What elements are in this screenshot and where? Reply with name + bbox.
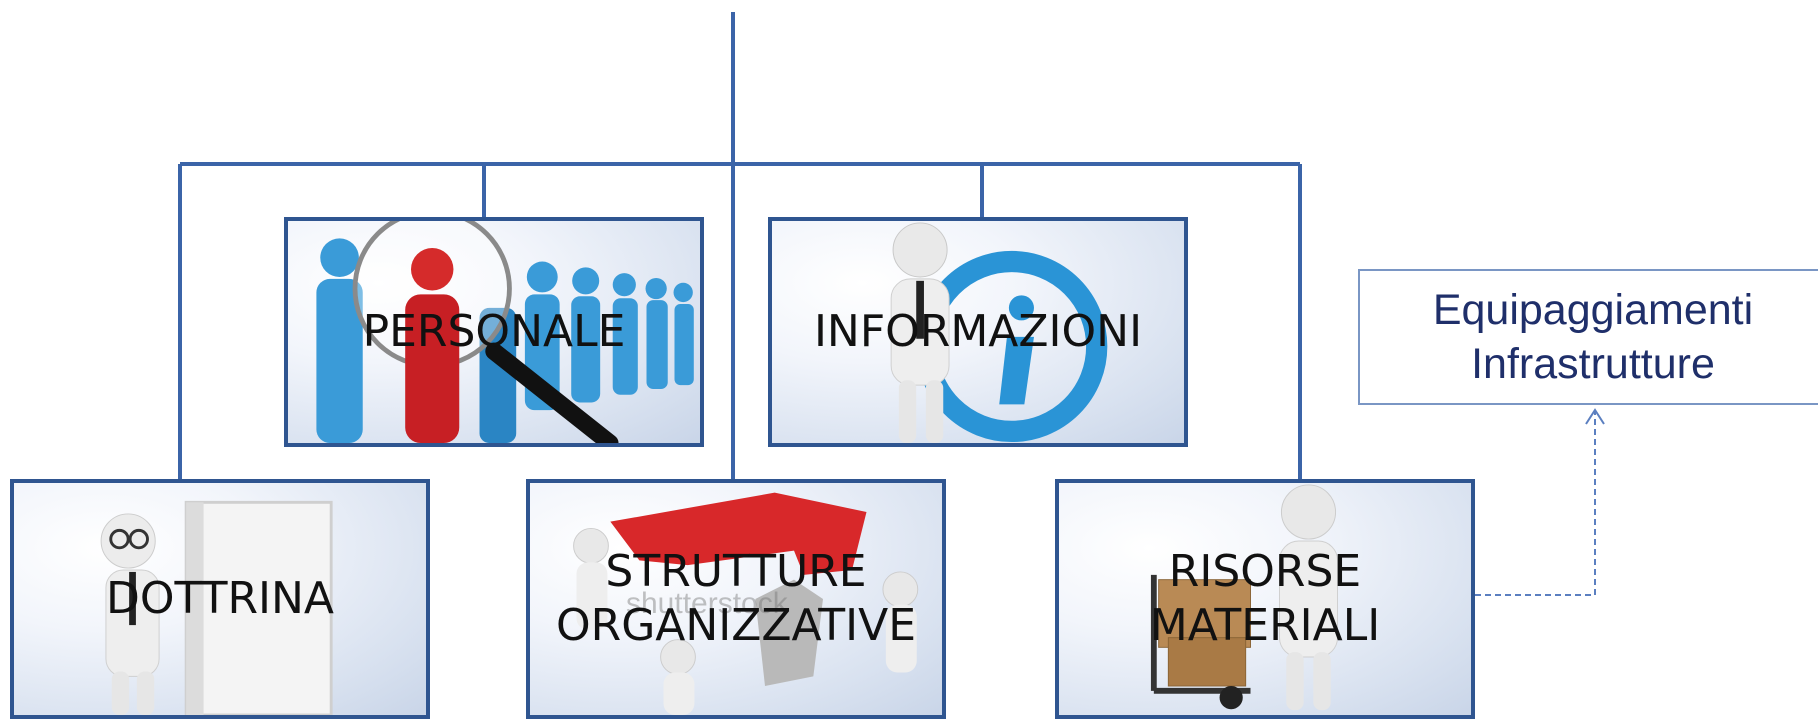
box-dottrina: DOTTRINA: [10, 479, 430, 719]
dashed-link-risorse-equip: [1475, 412, 1596, 596]
equipment-line-2: Infrastrutture: [1471, 340, 1715, 388]
box-personale: PERSONALE: [284, 217, 704, 447]
box-risorse: RISORSE MATERIALI: [1055, 479, 1475, 719]
puzzle-team-illustration: [573, 492, 919, 715]
box-dottrina-label: DOTTRINA: [105, 573, 335, 624]
person-book-illustration: [100, 500, 333, 715]
box-risorse-label: RISORSE MATERIALI: [1149, 546, 1381, 651]
equipment-infrastructure-box: Equipaggiamenti Infrastrutture: [1358, 269, 1818, 405]
box-informazioni: INFORMAZIONI: [768, 217, 1188, 447]
people-magnifier-illustration: [316, 221, 694, 443]
box-informazioni-label: INFORMAZIONI: [813, 306, 1143, 357]
equipment-line-1: Equipaggiamenti: [1432, 286, 1754, 334]
box-personale-label: PERSONALE: [362, 306, 626, 357]
person-info-icon-illustration: [890, 222, 1108, 443]
person-handtruck-illustration: [1150, 484, 1338, 711]
shutterstock-watermark: shutterstock: [626, 587, 788, 620]
arrowhead-icon: [1585, 408, 1605, 425]
box-strutture: shutterstock STRUTTURE ORGANIZZATIVE: [526, 479, 946, 719]
box-strutture-label: STRUTTURE ORGANIZZATIVE: [555, 546, 916, 651]
